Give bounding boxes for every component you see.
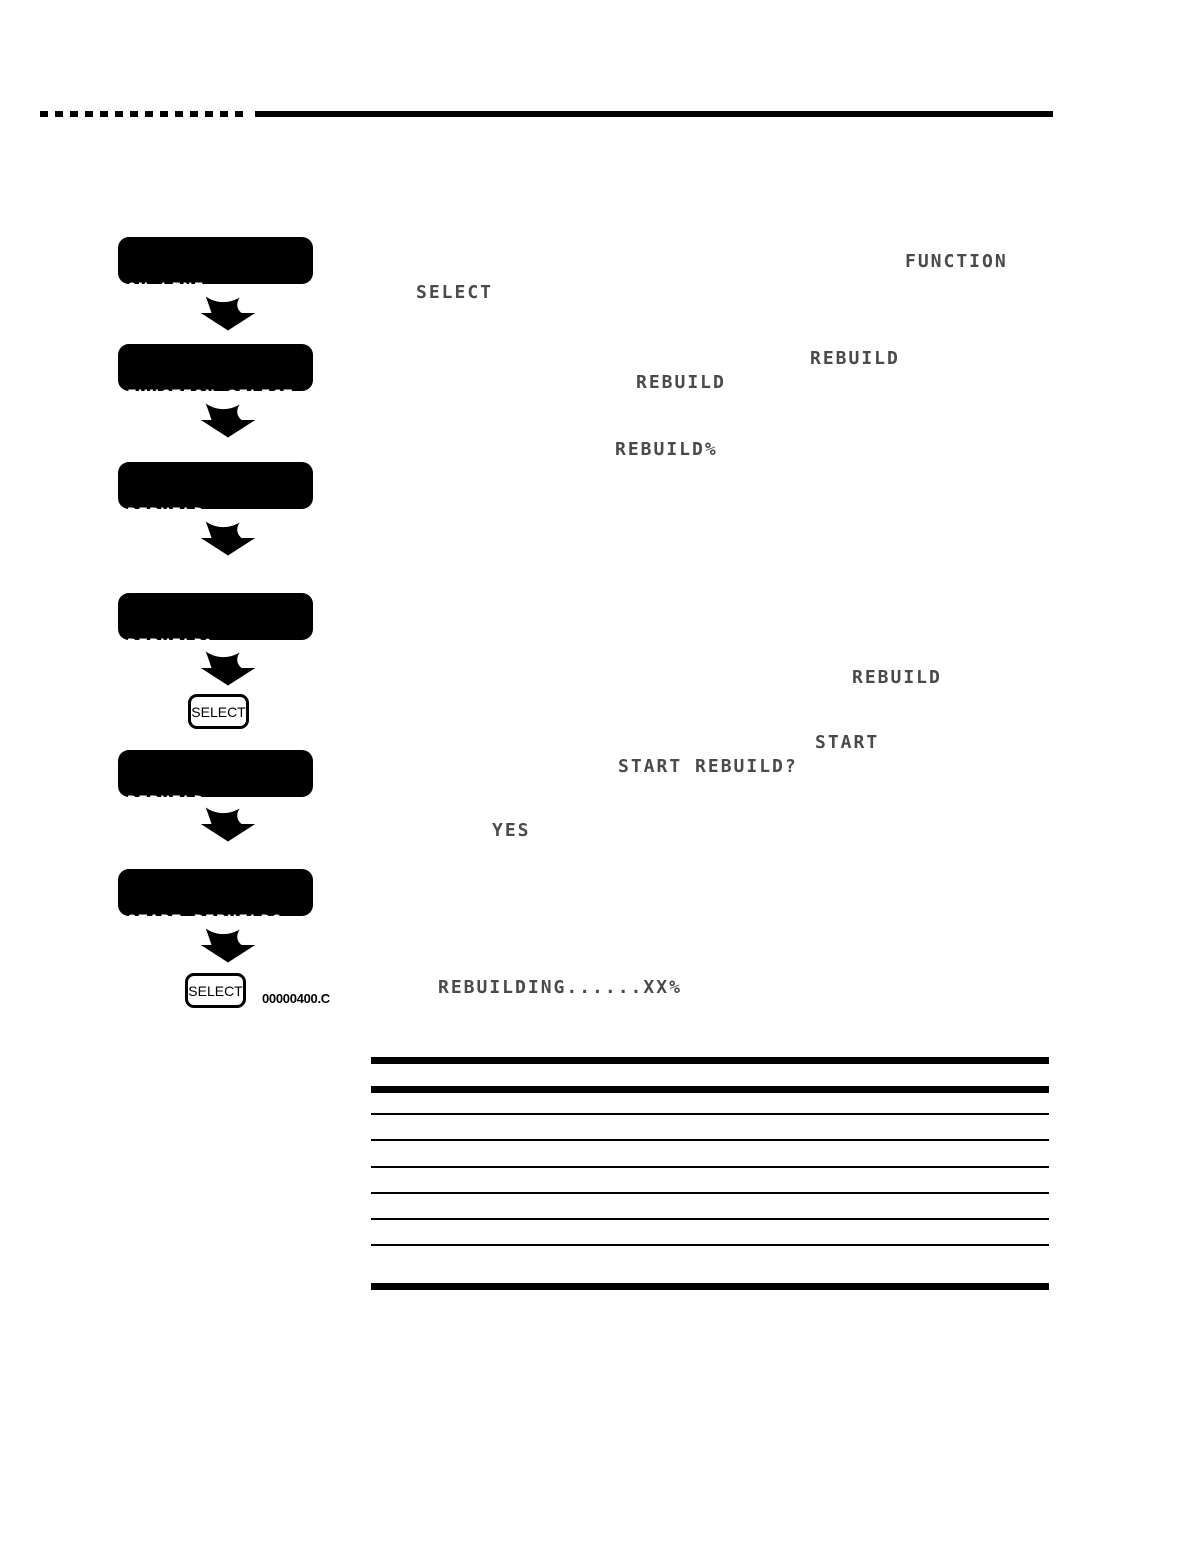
body-text-fragment: REBUILD: [852, 667, 942, 688]
left-arrow-icon: ←: [127, 849, 139, 868]
up-down-arrow-icon: ↕: [294, 386, 306, 405]
lcd-screen-online: ON LINE ↓ RRRF-RRRR-R: [118, 237, 313, 355]
lcd-screen-rebuild-menu: REBUILD ↕ ← REBUILD% →: [118, 462, 313, 580]
header-solid-rule: [255, 111, 1053, 117]
table-row-rule: [371, 1218, 1049, 1220]
table-row-rule: [371, 1244, 1049, 1246]
up-arrow-icon: ↑: [293, 635, 305, 654]
body-text-fragment: SELECT: [416, 282, 494, 303]
lcd-value: REBUILD: [177, 443, 255, 462]
lcd-screen-start-rebuild-confirm: START REBUILD? ↑ ← *YES →: [118, 869, 313, 987]
lcd-screen-rebuild-percent: REBUILD% ↑ ← *99% →: [118, 593, 313, 711]
table-top-rule: [371, 1057, 1049, 1064]
left-arrow-icon: ←: [127, 561, 139, 580]
body-text-fragment: REBUILD: [636, 372, 726, 393]
lcd-line-2: ← START →: [127, 849, 305, 868]
lcd-title: REBUILD: [127, 792, 205, 811]
right-arrow-icon: →: [293, 849, 305, 868]
right-arrow-icon: →: [293, 443, 305, 462]
lcd-screen-rebuild-start: REBUILD ↕ ← START →: [118, 750, 313, 868]
lcd-title: REBUILD: [127, 504, 205, 523]
lcd-title: START REBUILD?: [127, 911, 283, 930]
lcd-line-1: REBUILD% ↑: [127, 635, 305, 654]
flow-down-arrow-icon: [200, 651, 256, 686]
lcd-line-1: START REBUILD? ↑: [127, 911, 305, 930]
left-arrow-icon: ←: [127, 968, 139, 987]
table-row-rule: [371, 1192, 1049, 1194]
body-text-fragment: START: [815, 732, 880, 753]
lcd-line-1: REBUILD ↕: [127, 504, 305, 523]
lcd-screen-function-select: FUNCTION SELECT ↕ ← REBUILD →: [118, 344, 313, 462]
lcd-line-2: ← REBUILD% →: [127, 561, 305, 580]
lcd-line-1: REBUILD ↕: [127, 792, 305, 811]
body-text-fragment: REBUILD: [810, 348, 900, 369]
left-arrow-icon: ←: [127, 692, 139, 711]
body-text-fragment: START REBUILD?: [618, 756, 798, 777]
lcd-line-1: FUNCTION SELECT ↕: [127, 386, 305, 405]
lcd-line-2: ← REBUILD →: [127, 443, 305, 462]
body-text-fragment: REBUILD%: [615, 439, 718, 460]
table-row-rule: [371, 1139, 1049, 1141]
up-down-arrow-icon: ↕: [293, 504, 305, 523]
body-text-fragment: REBUILDING......XX%: [438, 977, 682, 998]
lcd-title: REBUILD%: [127, 635, 217, 654]
lcd-value: REBUILD%: [171, 561, 261, 580]
flow-down-arrow-icon: [200, 296, 256, 331]
lcd-title: ON LINE: [127, 279, 205, 298]
flow-down-arrow-icon: [200, 807, 256, 842]
right-arrow-icon: →: [293, 692, 305, 711]
header-dotted-rule: [40, 111, 248, 117]
select-key: SELECT: [188, 694, 249, 729]
table-bottom-rule: [371, 1283, 1049, 1290]
body-text-fragment: YES: [492, 820, 531, 841]
table-header-rule: [371, 1086, 1049, 1093]
right-arrow-icon: →: [293, 561, 305, 580]
lcd-line-1: ON LINE ↓: [127, 279, 305, 298]
up-down-arrow-icon: ↕: [293, 792, 305, 811]
down-arrow-icon: ↓: [293, 279, 305, 298]
select-key-label: SELECT: [188, 982, 243, 999]
select-key: SELECT: [185, 973, 246, 1008]
flow-down-arrow-icon: [200, 521, 256, 556]
figure-caption: 00000400.C: [262, 991, 330, 1006]
right-arrow-icon: →: [293, 968, 305, 987]
select-key-label: SELECT: [191, 703, 246, 720]
lcd-value: START: [188, 849, 244, 868]
table-row-rule: [371, 1113, 1049, 1115]
flow-down-arrow-icon: [200, 403, 256, 438]
up-arrow-icon: ↑: [293, 911, 305, 930]
body-text-fragment: FUNCTION: [905, 251, 1008, 272]
flow-down-arrow-icon: [200, 928, 256, 963]
lcd-title: FUNCTION SELECT: [127, 386, 294, 405]
left-arrow-icon: ←: [127, 443, 139, 462]
table-row-rule: [371, 1166, 1049, 1168]
